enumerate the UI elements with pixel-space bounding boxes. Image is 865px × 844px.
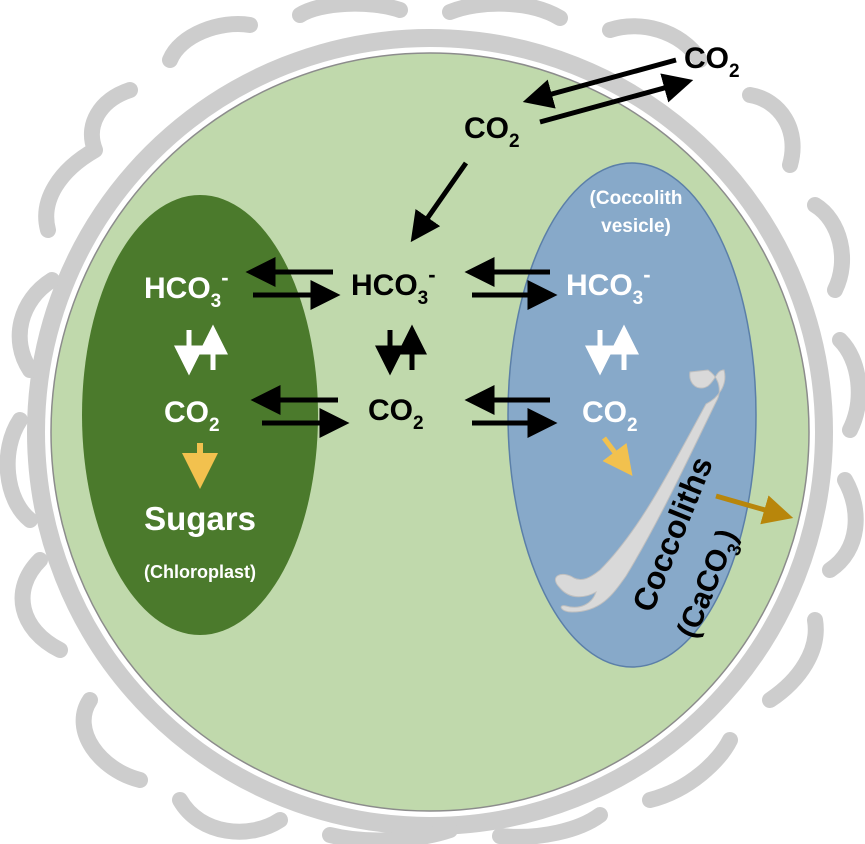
arrow-co2-to-coccolith bbox=[602, 436, 633, 476]
label-chloro-co2: CO2 bbox=[164, 396, 220, 436]
label-chloroplast: (Chloroplast) bbox=[144, 562, 256, 582]
coccolith-vesicle bbox=[507, 162, 757, 668]
arrow-coccolith-export bbox=[715, 493, 794, 525]
chloroplast bbox=[82, 195, 318, 635]
label-cell-co2: CO2 bbox=[464, 112, 520, 152]
label-vesicle-line1: (Coccolith bbox=[590, 188, 683, 209]
arrow-co2-to-hco3 bbox=[410, 161, 469, 243]
coccolith-forming bbox=[554, 369, 726, 613]
arrow-cell-to-out bbox=[539, 73, 694, 125]
label-cyto-co2: CO2 bbox=[368, 394, 424, 434]
label-outside-co2: CO2 bbox=[684, 42, 740, 82]
label-vesicle-line2: vesicle) bbox=[601, 216, 671, 237]
label-vesicle-hco3: HCO3- bbox=[566, 262, 651, 309]
label-sugars: Sugars bbox=[144, 500, 256, 537]
arrow-out-to-cell bbox=[522, 57, 677, 109]
label-vesicle-co2: CO2 bbox=[582, 396, 638, 436]
label-cyto-hco3: HCO3- bbox=[351, 262, 436, 309]
label-chloro-hco3: HCO3- bbox=[144, 265, 229, 312]
